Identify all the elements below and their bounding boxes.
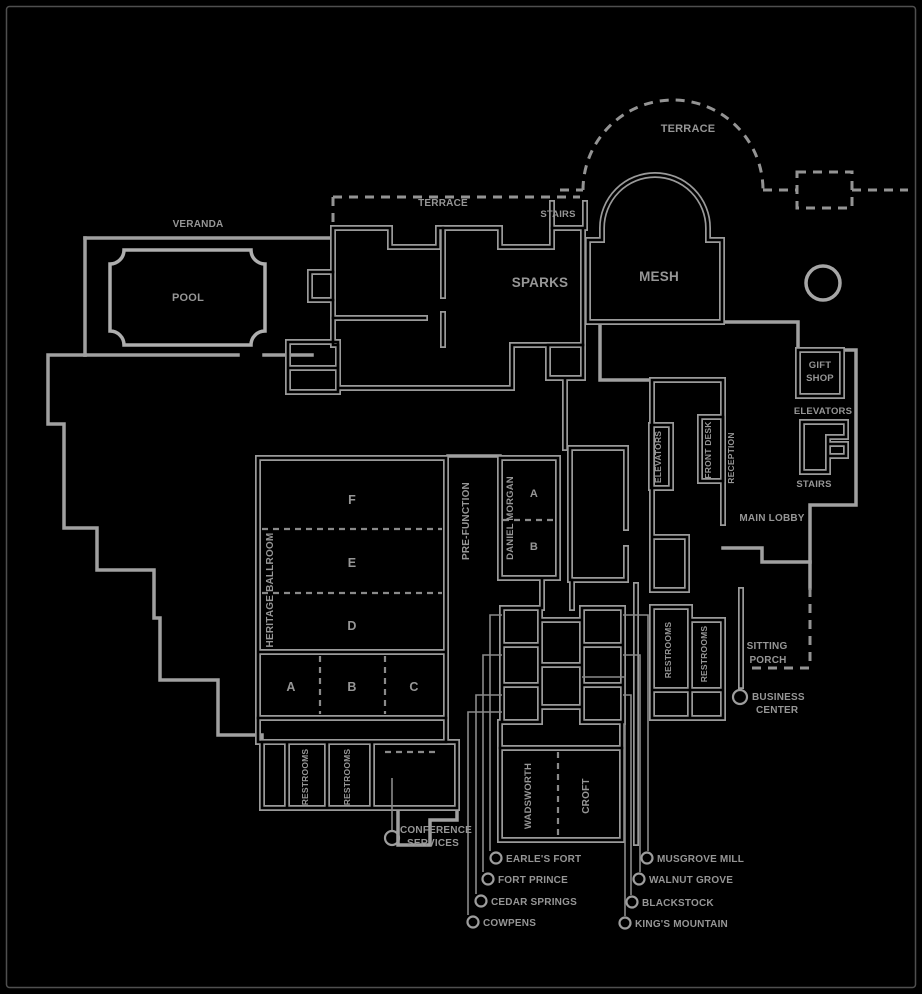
label-elevators-right: ELEVATORS: [794, 406, 852, 417]
markers: [383, 264, 842, 930]
lobby-south-wall: [721, 546, 812, 564]
label-musgrove-mill: MUSGROVE MILL: [657, 854, 744, 865]
ballroom-divider-abc: [318, 656, 387, 714]
exterior-walls: [46, 236, 858, 847]
label-daniel-morgan-b: B: [530, 541, 538, 553]
labels: TERRACE TERRACE STAIRS VERANDA POOL SPAR…: [172, 123, 852, 930]
leader-cowpens: [467, 711, 502, 915]
label-heritage-ballroom: HERITAGE BALLROOM: [265, 533, 276, 648]
label-restrooms-east-1: RESTROOMS: [663, 622, 673, 679]
terrace-arc: [581, 98, 765, 191]
label-ballroom-a: A: [286, 680, 295, 694]
terrace-pad: [795, 170, 854, 210]
label-kings-mountain: KING'S MOUNTAIN: [635, 919, 728, 930]
label-conference-services-1: CONFERENCE: [400, 825, 472, 836]
pool-outline: [108, 248, 267, 347]
blackstock-marker: [625, 895, 639, 909]
label-pool: POOL: [172, 292, 204, 304]
label-terrace-top: TERRACE: [661, 123, 716, 135]
label-blackstock: BLACKSTOCK: [642, 898, 714, 909]
label-mesh: MESH: [639, 269, 679, 284]
label-stairs-right: STAIRS: [796, 479, 831, 490]
terrace-mid-edge: [331, 195, 580, 222]
kings-mountain-marker: [618, 916, 632, 930]
label-ballroom-f: F: [348, 493, 356, 507]
label-croft: CROFT: [581, 778, 592, 813]
label-sitting-porch-1: SITTING: [747, 641, 788, 652]
cowpens-marker: [466, 915, 480, 929]
label-walnut-grove: WALNUT GROVE: [649, 875, 733, 886]
business-center-marker: [731, 688, 749, 706]
label-gift-shop-2: SHOP: [806, 373, 834, 384]
walnut-grove-marker: [632, 872, 646, 886]
leader-earles-fort: [489, 614, 502, 851]
label-terrace-mid: TERRACE: [418, 198, 468, 209]
label-fort-prince: FORT PRINCE: [498, 875, 568, 886]
leader-walnut-grove: [623, 654, 641, 872]
northeast-wall: [720, 320, 800, 352]
leader-lines: [391, 614, 649, 916]
leader-musgrove-mill: [623, 614, 649, 851]
label-wadsworth: WADSWORTH: [523, 763, 534, 829]
label-daniel-morgan: DANIEL MORGAN: [505, 476, 516, 560]
label-ballroom-e: E: [348, 556, 357, 570]
label-restrooms-east-2: RESTROOMS: [699, 626, 709, 683]
leader-fort-prince: [482, 654, 502, 872]
dashed-outlines: [262, 98, 908, 836]
label-gift-shop-1: GIFT: [809, 360, 831, 371]
label-pre-function: PRE-FUNCTION: [461, 482, 472, 560]
label-reception: RECEPTION: [726, 432, 736, 483]
label-restrooms-west-2: RESTROOMS: [342, 749, 352, 806]
earles-fort-marker: [489, 851, 503, 865]
fort-prince-marker: [481, 872, 495, 886]
label-sparks: SPARKS: [512, 275, 568, 290]
label-elevators-hall: ELEVATORS: [653, 431, 663, 483]
label-earles-fort: EARLE'S FORT: [506, 854, 581, 865]
page-border: [5, 5, 917, 989]
label-front-desk: FRONT DESK: [703, 421, 713, 479]
round-feature: [804, 264, 842, 302]
label-cedar-springs: CEDAR SPRINGS: [491, 897, 577, 908]
leader-kings-mountain: [582, 676, 626, 916]
cedar-springs-marker: [474, 894, 488, 908]
label-main-lobby: MAIN LOBBY: [739, 513, 804, 524]
label-veranda: VERANDA: [173, 219, 224, 230]
label-conference-services-2: SERVICES: [407, 838, 459, 849]
east-boundary: [808, 348, 858, 590]
label-business-center-1: BUSINESS: [752, 692, 805, 703]
label-sitting-porch-2: PORCH: [749, 655, 786, 666]
label-cowpens: COWPENS: [483, 918, 536, 929]
musgrove-mill-marker: [640, 851, 654, 865]
leader-cedar-springs: [475, 694, 502, 894]
label-ballroom-d: D: [347, 619, 356, 633]
label-stairs-top: STAIRS: [540, 209, 575, 220]
label-restrooms-west-1: RESTROOMS: [300, 749, 310, 806]
conference-services-marker: [383, 829, 401, 847]
label-business-center-2: CENTER: [756, 705, 799, 716]
west-stepped-boundary: [46, 353, 264, 744]
label-ballroom-c: C: [409, 680, 418, 694]
label-daniel-morgan-a: A: [530, 488, 538, 500]
mesh-corridor-wall: [598, 320, 654, 382]
label-ballroom-b: B: [347, 680, 356, 694]
